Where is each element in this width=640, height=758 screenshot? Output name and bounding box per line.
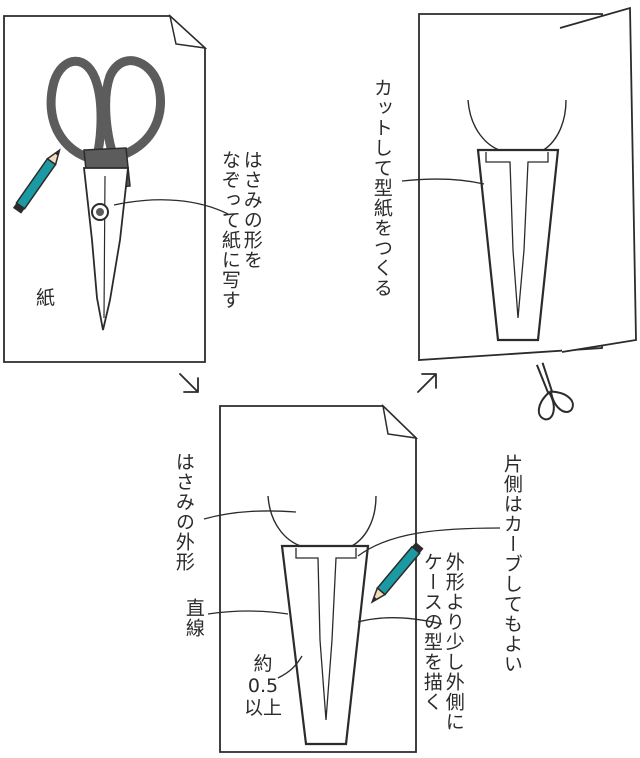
trace-instruction: はさみの形を なぞって紙に写す (218, 150, 263, 310)
panel-draw-case (203, 403, 501, 753)
leader-outline (203, 510, 297, 520)
case-pattern-outline (280, 544, 370, 746)
leader-straight (207, 610, 289, 615)
pattern-piece (476, 148, 560, 342)
arrow-down-right (179, 373, 199, 393)
scissors-left-handle (46, 56, 106, 166)
paper-fold-corner-1 (168, 13, 208, 50)
leader-case (357, 617, 443, 625)
straight-label: 直線 (182, 598, 205, 638)
margin-label: 約 0.5 以上 (244, 653, 283, 719)
case-instruction: 外形より少し外側に ケースの型を描く (420, 552, 465, 732)
scissors-blade-edge (103, 175, 106, 319)
scissors-right-handle (101, 56, 165, 164)
curve-label: 片側はカーブしてもよい (500, 454, 523, 674)
leader-margin (277, 655, 303, 679)
panel-trace-paper (3, 13, 229, 363)
scissors-outline-inner-3 (295, 548, 357, 721)
cut-instruction: カットして型紙をつくる (370, 78, 393, 298)
paper-fold-corner-3 (381, 403, 419, 440)
arrow-up-right (417, 373, 437, 393)
leader-curve (357, 527, 501, 557)
leader-line-1 (113, 199, 229, 215)
paper-label: 紙 (36, 287, 56, 309)
outline-label: はさみの外形 (172, 452, 195, 572)
scissors-on-paper (46, 56, 165, 331)
panel-cut-pattern (401, 6, 637, 421)
leader-line-2 (401, 178, 485, 185)
cutting-scissors-icon (535, 362, 574, 421)
torn-strip (559, 6, 637, 353)
scissors-outline-inner-2 (485, 152, 549, 319)
